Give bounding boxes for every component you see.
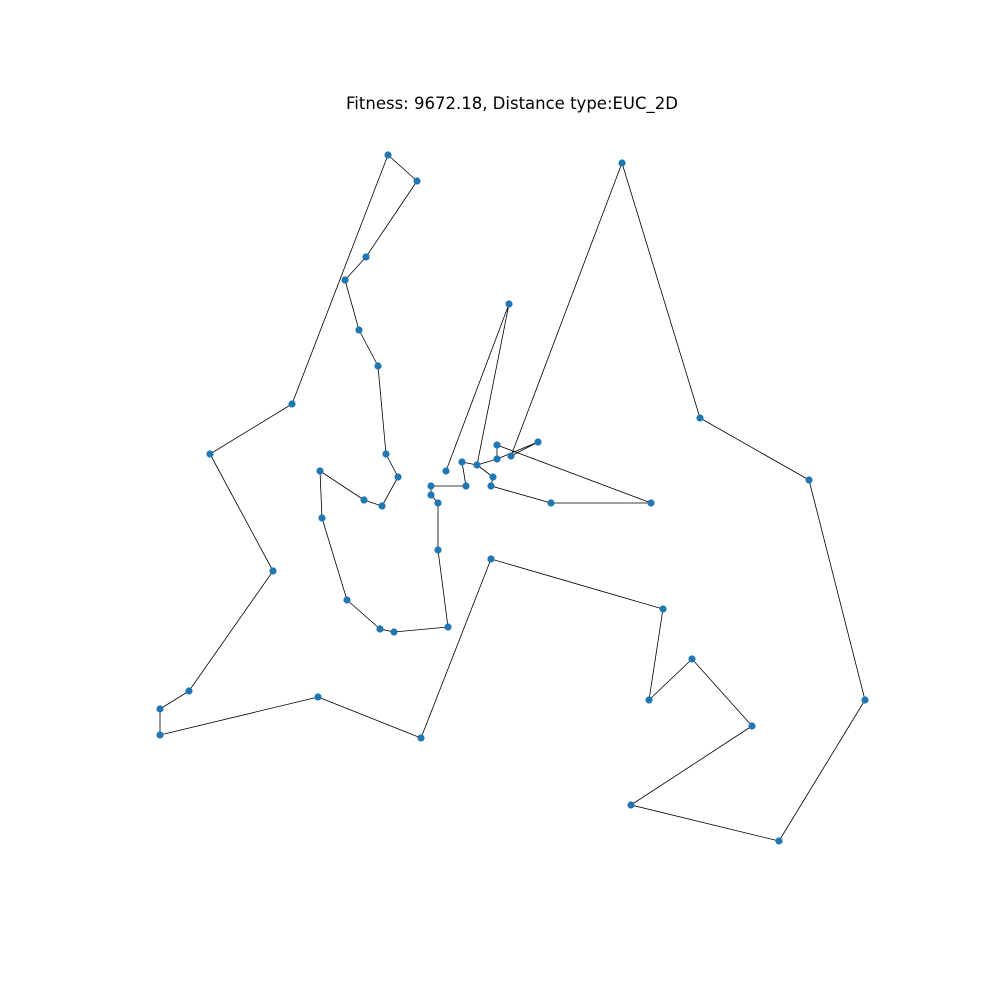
city-point xyxy=(647,499,655,507)
city-point xyxy=(775,837,783,845)
city-point xyxy=(427,491,435,499)
city-point xyxy=(316,467,324,475)
city-point xyxy=(805,476,813,484)
city-point xyxy=(688,655,696,663)
city-point xyxy=(493,441,501,449)
city-point xyxy=(507,452,515,460)
city-point xyxy=(390,628,398,636)
city-point xyxy=(444,623,452,631)
city-point xyxy=(618,159,626,167)
city-point xyxy=(534,438,542,446)
city-point xyxy=(343,596,351,604)
city-point xyxy=(748,722,756,730)
city-point xyxy=(505,300,513,308)
city-point xyxy=(696,414,704,422)
city-point xyxy=(487,482,495,490)
city-point xyxy=(627,801,635,809)
tour-path-segment xyxy=(445,303,652,504)
city-point xyxy=(362,253,370,261)
city-point xyxy=(394,473,402,481)
city-point xyxy=(458,458,466,466)
city-point xyxy=(493,455,501,463)
city-point xyxy=(427,482,435,490)
city-point xyxy=(288,400,296,408)
city-point xyxy=(206,450,214,458)
city-point xyxy=(156,705,164,713)
tour-edges xyxy=(159,154,866,842)
city-point xyxy=(269,567,277,575)
city-point xyxy=(547,499,555,507)
city-point xyxy=(861,696,869,704)
city-point xyxy=(384,151,392,159)
city-point xyxy=(374,362,382,370)
city-point xyxy=(378,502,386,510)
city-point xyxy=(341,276,349,284)
city-point xyxy=(376,625,384,633)
chart-title: Fitness: 9672.18, Distance type:EUC_2D xyxy=(346,94,678,113)
city-point xyxy=(487,555,495,563)
city-point xyxy=(442,467,450,475)
tour-path xyxy=(159,154,866,842)
city-point xyxy=(434,546,442,554)
city-point xyxy=(659,605,667,613)
city-point xyxy=(413,177,421,185)
city-point xyxy=(355,326,363,334)
city-point xyxy=(473,461,481,469)
city-point xyxy=(462,482,470,490)
city-point xyxy=(489,473,497,481)
city-point xyxy=(185,687,193,695)
city-point xyxy=(360,496,368,504)
city-point xyxy=(314,693,322,701)
city-point xyxy=(382,450,390,458)
city-point xyxy=(417,734,425,742)
tour-nodes xyxy=(156,151,869,845)
city-point xyxy=(434,499,442,507)
city-point xyxy=(156,731,164,739)
city-point xyxy=(645,696,653,704)
city-point xyxy=(318,514,326,522)
